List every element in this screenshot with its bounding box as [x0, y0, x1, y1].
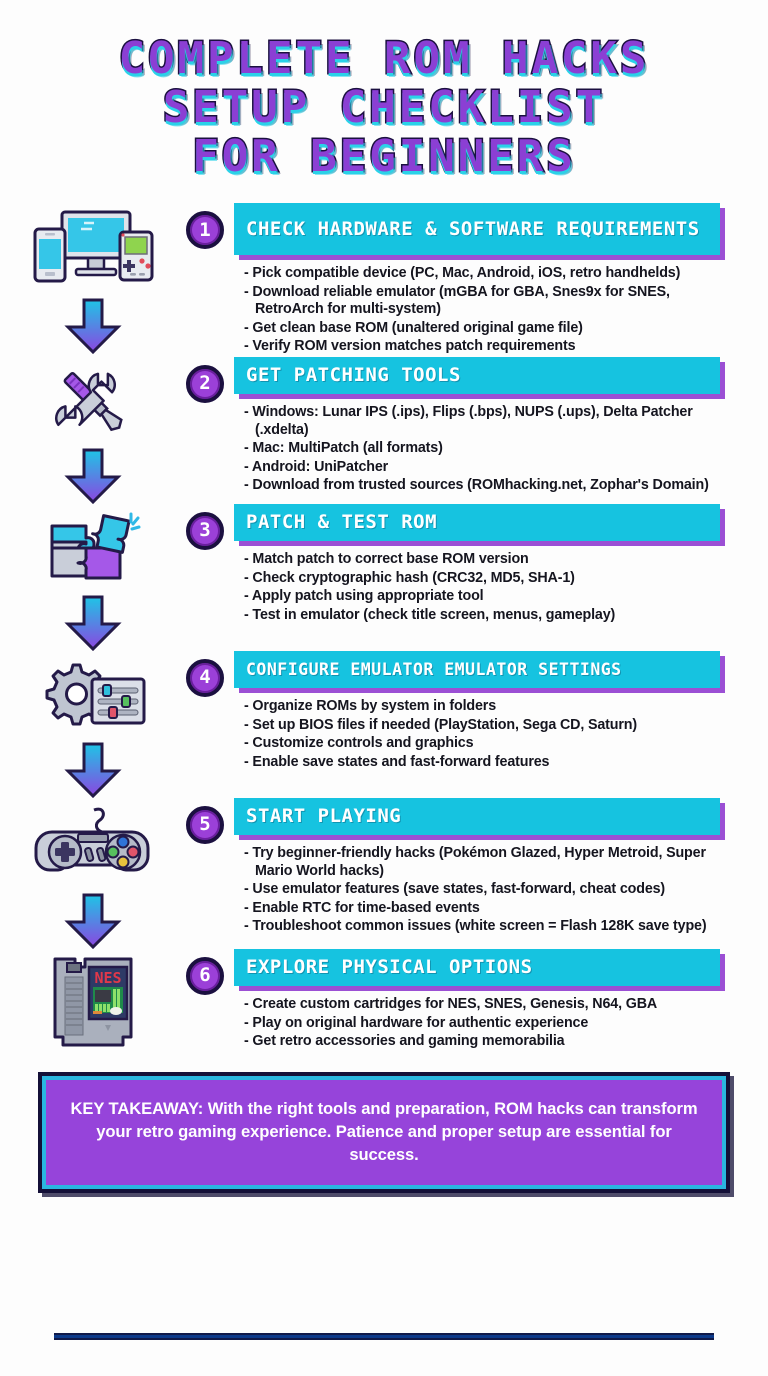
step-body: START PLAYING - Try beginner-friendly ha…	[186, 797, 768, 937]
step-heading: PATCH & TEST ROM	[246, 510, 438, 533]
list-item: - Troubleshoot common issues (white scre…	[244, 918, 707, 935]
step-header-bar: GET PATCHING TOOLS	[234, 356, 720, 394]
steps-list: 1	[0, 203, 768, 1054]
list-item: - Download reliable emulator (mGBA for G…	[244, 283, 670, 318]
list-item: - Create custom cartridges for NES, SNES…	[244, 995, 658, 1012]
settings-gear-icon	[37, 657, 149, 736]
title-line-2: SETUP CHECKLIST	[161, 82, 606, 134]
list-item: - Get clean base ROM (unaltered original…	[244, 319, 583, 336]
list-item: - Match patch to correct base ROM versio…	[244, 550, 529, 567]
tools-icon	[41, 363, 145, 442]
step-badge-1: 1	[186, 211, 224, 249]
step-header-bar: START PLAYING	[234, 797, 720, 835]
list-item: - Pick compatible device (PC, Mac, Andro…	[244, 265, 681, 281]
step-icon-column	[0, 357, 186, 504]
devices-icon	[32, 209, 154, 292]
list-item: - Try beginner-friendly hacks (Pokémon G…	[244, 844, 706, 879]
list-item: - Play on original hardware for authenti…	[244, 1014, 589, 1031]
key-takeaway-text: KEY TAKEAWAY: With the right tools and p…	[70, 1098, 698, 1164]
step-body: EXPLORE PHYSICAL OPTIONS - Create custom…	[186, 948, 768, 1052]
step-body: CONFIGURE EMULATOR EMULATOR SETTINGS - O…	[186, 650, 768, 772]
step-bullet-list: - Organize ROMs by system in folders - S…	[244, 698, 720, 771]
list-item: - Mac: MultiPatch (all formats)	[244, 440, 443, 457]
step-badge-5: 5	[186, 805, 224, 844]
step-icon-column	[0, 798, 186, 949]
step-body: PATCH & TEST ROM - Match patch to correc…	[186, 503, 768, 625]
footer-divider	[54, 1333, 714, 1340]
list-item: - Verify ROM version matches patch requi…	[244, 338, 576, 355]
step-bullet-list: - Windows: Lunar IPS (.ips), Flips (.bps…	[244, 404, 720, 495]
step-item: 1	[0, 203, 768, 357]
step-header-bar: PATCH & TEST ROM	[234, 503, 720, 541]
flow-arrow-icon	[63, 742, 123, 798]
step-item: 5	[0, 797, 768, 949]
step-item: 3	[0, 503, 768, 651]
step-bullet-list: - Try beginner-friendly hacks (Pokémon G…	[244, 845, 720, 936]
step-bullet-list: - Match patch to correct base ROM versio…	[244, 551, 720, 624]
step-item: 4	[0, 650, 768, 798]
step-header-bar: CHECK HARDWARE & SOFTWARE REQUIREMENTS	[234, 203, 720, 255]
step-body: CHECK HARDWARE & SOFTWARE REQUIREMENTS -…	[186, 203, 768, 357]
list-item: - Enable RTC for time-based events	[244, 899, 480, 916]
key-takeaway-box: KEY TAKEAWAY: With the right tools and p…	[38, 1071, 730, 1193]
step-badge-4: 4	[186, 658, 224, 697]
step-bullet-list: - Create custom cartridges for NES, SNES…	[244, 996, 720, 1051]
flow-arrow-icon	[63, 298, 123, 354]
title-line-3: FOR BEGINNERS	[191, 131, 576, 183]
step-header-bar: CONFIGURE EMULATOR EMULATOR SETTINGS	[234, 650, 720, 688]
flow-arrow-icon	[63, 448, 123, 504]
list-item: - Windows: Lunar IPS (.ips), Flips (.bps…	[244, 403, 693, 438]
step-heading: GET PATCHING TOOLS	[246, 363, 461, 386]
puzzle-icon	[38, 510, 148, 589]
svg-text:NES: NES	[94, 969, 121, 987]
list-item: - Test in emulator (check title screen, …	[244, 606, 616, 623]
flow-arrow-icon	[63, 595, 123, 651]
step-icon-column: NES	[0, 949, 186, 1054]
step-heading: START PLAYING	[246, 804, 402, 827]
nes-cartridge-icon: NES	[47, 955, 139, 1054]
step-bullet-list: - Pick compatible device (PC, Mac, Andro…	[244, 265, 720, 356]
step-heading: CONFIGURE EMULATOR EMULATOR SETTINGS	[246, 659, 622, 679]
page-title: COMPLETE ROM HACKS SETUP CHECKLIST FOR B…	[0, 0, 768, 183]
list-item: - Organize ROMs by system in folders	[244, 697, 497, 714]
list-item: - Set up BIOS files if needed (PlayStati…	[244, 716, 637, 733]
list-item: - Customize controls and graphics	[244, 735, 474, 752]
key-takeaway-inner-border: KEY TAKEAWAY: With the right tools and p…	[42, 1075, 726, 1189]
list-item: - Check cryptographic hash (CRC32, MD5, …	[244, 569, 575, 586]
list-item: - Android: UniPatcher	[244, 458, 389, 475]
key-takeaway-content: KEY TAKEAWAY: With the right tools and p…	[46, 1079, 722, 1185]
step-item: 6 NES	[0, 948, 768, 1054]
list-item: - Download from trusted sources (ROMhack…	[244, 477, 709, 494]
flow-arrow-icon	[63, 893, 123, 949]
list-item: - Apply patch using appropriate tool	[244, 588, 484, 605]
step-icon-column	[0, 651, 186, 798]
step-heading: CHECK HARDWARE & SOFTWARE REQUIREMENTS	[246, 217, 700, 240]
step-icon-column	[0, 203, 186, 354]
list-item: - Enable save states and fast-forward fe…	[244, 753, 550, 770]
step-body: GET PATCHING TOOLS - Windows: Lunar IPS …	[186, 356, 768, 496]
step-item: 2	[0, 356, 768, 504]
list-item: - Get retro accessories and gaming memor…	[244, 1033, 565, 1050]
game-controller-icon	[32, 804, 154, 887]
step-badge-3: 3	[186, 511, 224, 550]
list-item: - Use emulator features (save states, fa…	[244, 881, 666, 898]
step-badge-6: 6	[186, 956, 224, 995]
step-heading: EXPLORE PHYSICAL OPTIONS	[246, 955, 533, 978]
step-header-bar: EXPLORE PHYSICAL OPTIONS	[234, 948, 720, 986]
step-badge-2: 2	[186, 364, 224, 403]
step-icon-column	[0, 504, 186, 651]
title-line-1: COMPLETE ROM HACKS	[117, 33, 650, 85]
